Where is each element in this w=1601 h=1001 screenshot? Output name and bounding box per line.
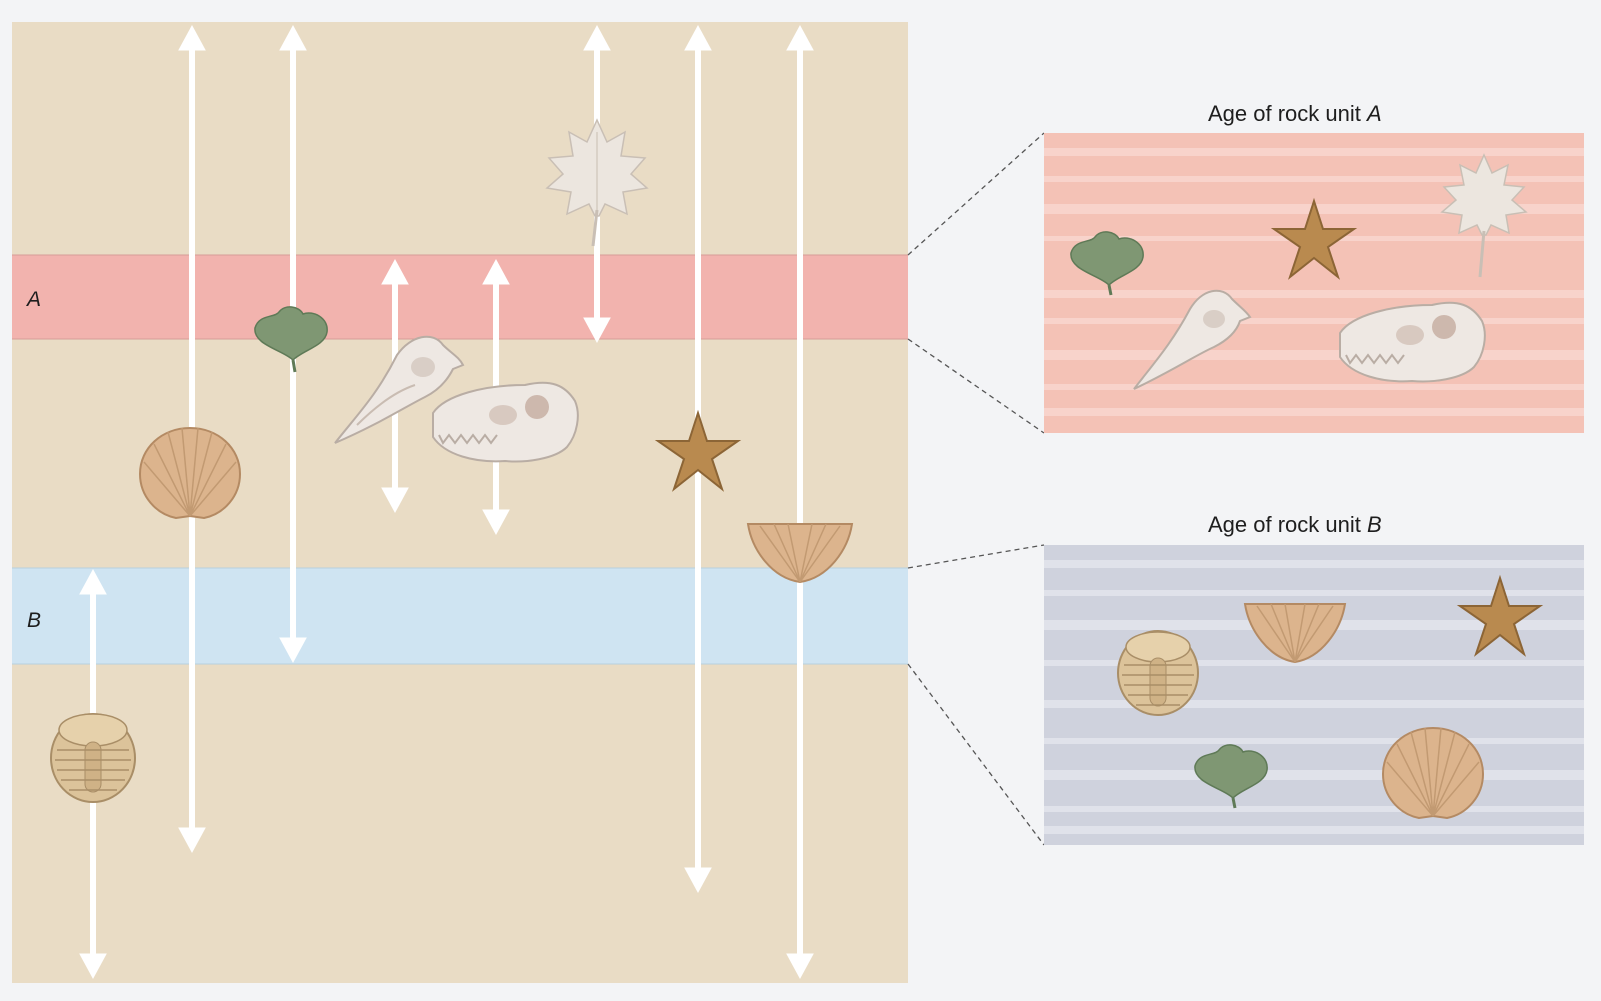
rock-column: A B <box>12 22 908 983</box>
panel-a-title: Age of rock unit A <box>1208 101 1382 126</box>
trilobite-icon <box>1118 631 1198 715</box>
panel-rock-unit-a: Age of rock unit A <box>1044 101 1584 433</box>
rock-unit-b-band <box>12 568 908 664</box>
sediment-column <box>12 22 908 983</box>
panel-b-title: Age of rock unit B <box>1208 512 1382 537</box>
scallop-icon <box>140 428 240 518</box>
trilobite-icon <box>51 714 135 802</box>
scallop-icon <box>1383 728 1483 818</box>
rock-unit-b-label: B <box>27 609 41 632</box>
rock-unit-a-label: A <box>25 288 41 311</box>
rock-unit-a-band <box>12 255 908 339</box>
panel-rock-unit-b: Age of rock unit B <box>1044 512 1584 845</box>
